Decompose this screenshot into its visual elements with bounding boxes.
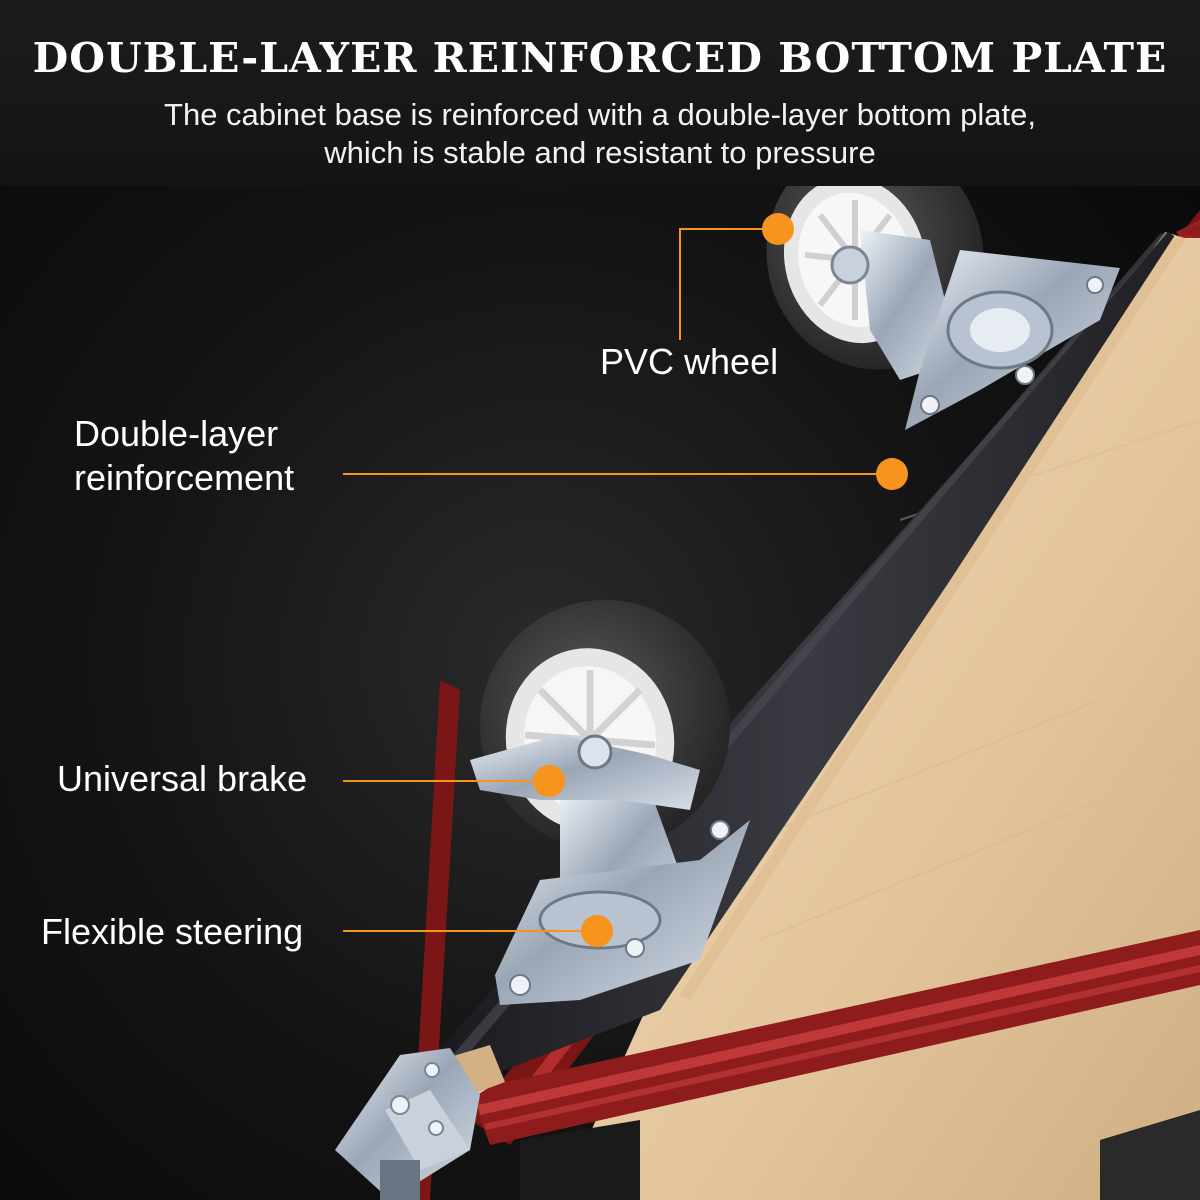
- callout-dot-steering: [581, 915, 613, 947]
- callout-flexible-steering: [343, 915, 613, 947]
- headline: DOUBLE-LAYER REINFORCED BOTTOM PLATE: [32, 34, 1168, 82]
- plywood-board: [560, 238, 1200, 1200]
- label-universal-brake: Universal brake: [57, 758, 308, 799]
- upper-caster: [766, 140, 1120, 430]
- corner-bracket: [335, 1048, 480, 1200]
- callout-pvc-wheel: [679, 213, 794, 340]
- label-double-layer-line-1: Double-layer: [74, 413, 279, 454]
- callout-universal-brake: [343, 765, 565, 797]
- subheadline-line-2: which is stable and resistant to pressur…: [324, 135, 876, 170]
- callout-dot-double-layer: [876, 458, 908, 490]
- callout-double-layer: [343, 458, 908, 490]
- callout-dot-pvc: [762, 213, 794, 245]
- label-flexible-steering: Flexible steering: [41, 911, 304, 952]
- subheadline-line-1: The cabinet base is reinforced with a do…: [164, 97, 1036, 132]
- label-pvc-wheel: PVC wheel: [600, 341, 779, 382]
- label-double-layer-line-2: reinforcement: [74, 457, 295, 498]
- header-band: DOUBLE-LAYER REINFORCED BOTTOM PLATE The…: [0, 0, 1200, 186]
- subheadline: The cabinet base is reinforced with a do…: [0, 84, 1200, 172]
- label-double-layer: Double-layer reinforcement: [74, 412, 294, 500]
- callout-dot-brake: [533, 765, 565, 797]
